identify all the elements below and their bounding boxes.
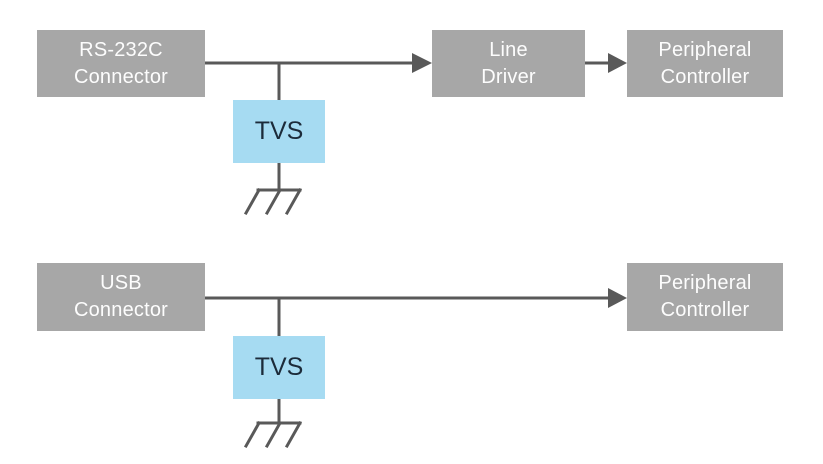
peripheral-controller-top-label-line1: Peripheral: [658, 38, 752, 61]
rs232c-connector-label-line2: Connector: [73, 65, 169, 88]
arrow-head-driver: [412, 53, 432, 73]
peripheral-controller-bottom-label-line1: Peripheral: [658, 272, 752, 294]
peripheral-controller-box-bottom: Peripheral Controller: [627, 263, 783, 331]
chassis-ground-icon-bottom: [243, 420, 303, 449]
usb-connector-box: USB Connector: [37, 263, 205, 331]
tvs-bottom-label: TVS: [254, 353, 304, 381]
arrow-head-controller-top: [608, 53, 627, 73]
chassis-ground-icon-top: [243, 187, 303, 216]
line-driver-label-line2: Driver: [481, 65, 536, 88]
usb-connector-label-line2: Connector: [73, 299, 169, 321]
rs232c-connector-label-line1: RS-232C: [79, 38, 163, 61]
tvs-box-bottom: TVS: [233, 336, 325, 399]
rs232c-connector-box: RS-232C Connector: [37, 30, 205, 97]
peripheral-controller-box-top: Peripheral Controller: [627, 30, 783, 97]
usb-connector-label-line1: USB: [100, 272, 142, 294]
line-driver-box: Line Driver: [432, 30, 585, 97]
tvs-top-label: TVS: [254, 117, 304, 145]
tvs-box-top: TVS: [233, 100, 325, 163]
line-driver-label-line1: Line: [489, 38, 528, 61]
arrow-head-controller-bottom: [608, 288, 627, 308]
peripheral-controller-bottom-label-line2: Controller: [660, 299, 750, 321]
peripheral-controller-top-label-line2: Controller: [660, 65, 750, 88]
